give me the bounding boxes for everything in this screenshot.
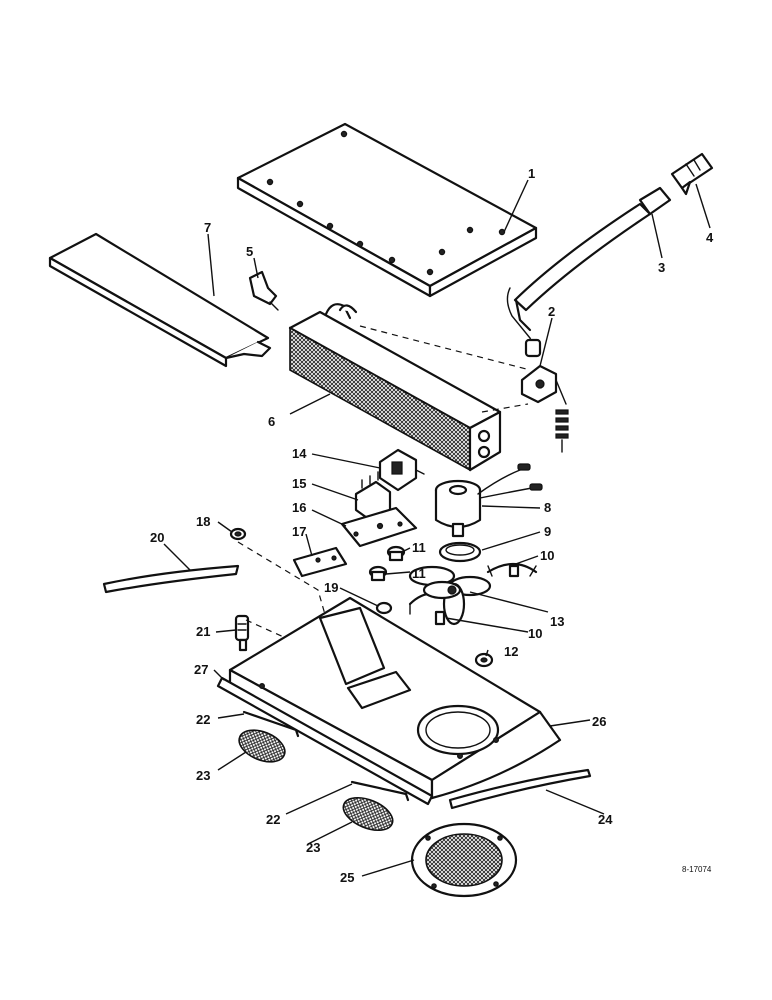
callout-labels: 1 2 3 4 5 6 7 8 9 10 10 11 11 12 13 14 1… [150, 166, 714, 885]
callout-7: 7 [204, 220, 211, 235]
callout-11a: 11 [412, 540, 426, 555]
callout-26: 26 [592, 714, 606, 729]
part-22-clip-a [242, 710, 300, 738]
part-23-grille-b [342, 796, 394, 832]
callout-20: 20 [150, 530, 164, 545]
part-24-trim-strip [448, 768, 592, 810]
part-22-clip-b [350, 780, 410, 802]
part-23-grille-a [238, 729, 286, 763]
callout-27: 27 [194, 662, 208, 677]
callout-18: 18 [196, 514, 210, 529]
callout-9: 9 [544, 524, 551, 539]
callout-21: 21 [196, 624, 210, 639]
callout-8: 8 [544, 500, 551, 515]
part-27-rail [216, 676, 434, 806]
callout-4: 4 [706, 230, 714, 245]
part-19-nut [375, 601, 393, 615]
callout-1: 1 [528, 166, 535, 181]
callout-6: 6 [268, 414, 275, 429]
callout-10b: 10 [528, 626, 542, 641]
part-4-fitting [670, 152, 714, 196]
callout-24: 24 [598, 812, 613, 827]
part-5-bracket-clip [248, 270, 279, 311]
part-1-top-cover [236, 122, 538, 298]
callout-23a: 23 [196, 768, 210, 783]
drawing-code: 8-17074 [682, 865, 712, 874]
part-13-fan [408, 565, 492, 626]
part-3-hose [506, 186, 672, 358]
callout-12: 12 [504, 644, 518, 659]
callout-2: 2 [548, 304, 555, 319]
callout-25: 25 [340, 870, 354, 885]
callout-23b: 23 [306, 840, 320, 855]
part-10-support-bracket-a [486, 562, 538, 578]
part-26-housing [228, 596, 562, 800]
callout-13: 13 [550, 614, 564, 629]
part-21-plug [234, 614, 250, 652]
callout-16: 16 [292, 500, 306, 515]
callout-3: 3 [658, 260, 665, 275]
callout-19: 19 [324, 580, 338, 595]
callout-17: 17 [292, 524, 306, 539]
part-8-blower-motor [434, 463, 543, 538]
part-11-grommet-a [386, 545, 406, 562]
part-2-valve [520, 364, 569, 453]
callout-22a: 22 [196, 712, 210, 727]
callout-14: 14 [292, 446, 307, 461]
part-7-side-panel [48, 232, 272, 368]
part-11-grommet-b [368, 565, 388, 582]
callout-5: 5 [246, 244, 253, 259]
part-14-switch [378, 448, 425, 492]
callout-15: 15 [292, 476, 306, 491]
callout-11b: 11 [412, 566, 426, 581]
part-17-bracket [292, 546, 348, 578]
part-6-heater-core [288, 303, 502, 472]
part-20-strip [102, 564, 240, 594]
callout-10a: 10 [540, 548, 554, 563]
part-16-mounting-plate [340, 506, 418, 548]
part-18-grommet [229, 527, 247, 541]
leader-lines [163, 179, 711, 877]
callout-22b: 22 [266, 812, 280, 827]
part-25-round-grille [410, 822, 518, 898]
part-9-ring [438, 541, 482, 563]
part-12-grommet [474, 652, 494, 668]
